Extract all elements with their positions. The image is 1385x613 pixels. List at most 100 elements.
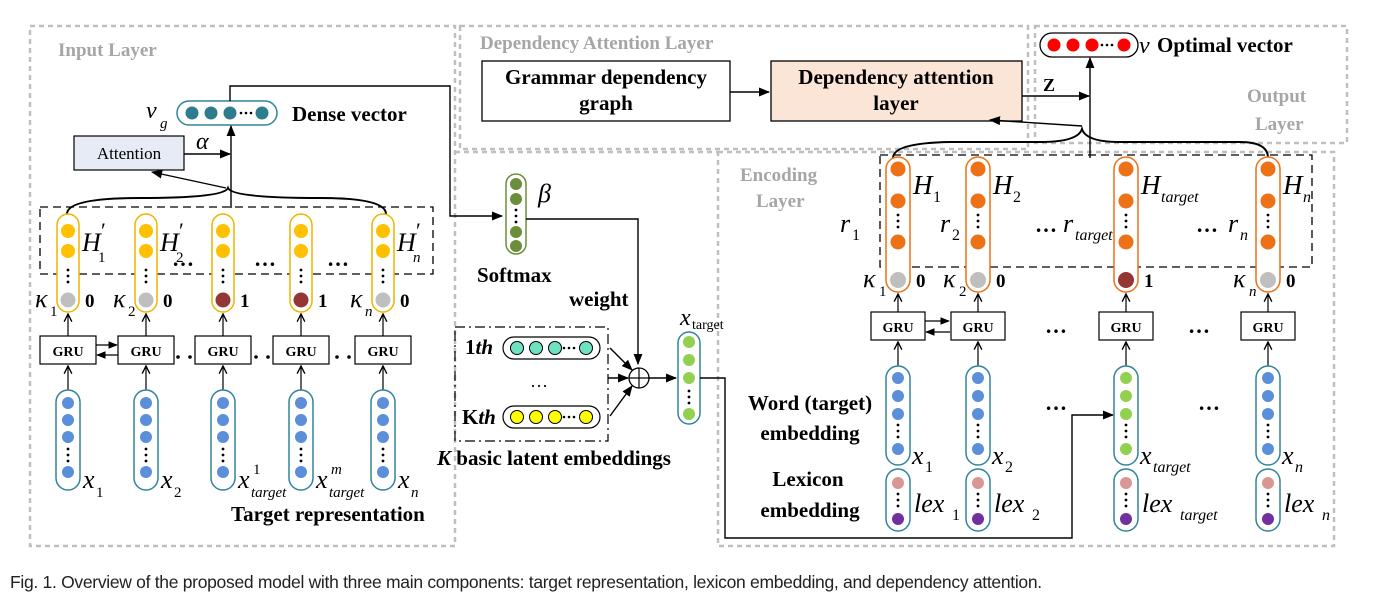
dependency-attention-line2: layer <box>873 91 918 115</box>
dependency-attention-region <box>458 24 1030 151</box>
vector-dot <box>1047 38 1061 52</box>
vector-dot <box>579 410 593 424</box>
hidden-state-label: H <box>81 228 102 257</box>
latentk-to-sum-arrow <box>609 385 633 417</box>
softmax-label: Softmax <box>477 263 552 287</box>
ellipsis-dot <box>896 492 900 496</box>
vector-dot <box>890 234 906 250</box>
hidden-state-label: H <box>396 228 417 257</box>
ellipsis-dot <box>562 346 566 350</box>
target-flag: 0 <box>85 291 95 312</box>
ellipsis-dot <box>66 268 70 272</box>
gru-label: GRU <box>52 345 83 360</box>
gru-label: GRU <box>962 321 993 336</box>
gru-box <box>39 335 97 365</box>
alpha-symbol: α <box>196 129 209 155</box>
input-subscript: 2 <box>174 485 182 501</box>
input-label: x <box>237 465 250 494</box>
encoding-layer-title-2: Layer <box>756 191 805 212</box>
dense-vector <box>176 100 278 126</box>
attention-box-label: Attention <box>97 144 162 163</box>
flag-dot <box>293 292 309 308</box>
input-hidden-brace <box>66 185 387 215</box>
lexicon-embedding-label: lex <box>1284 489 1315 518</box>
vector-dot <box>1118 234 1134 250</box>
kappa-symbol: κ <box>113 284 126 313</box>
ellipsis-dot <box>1124 435 1128 439</box>
vector-dot <box>1262 408 1274 420</box>
gru-box <box>117 335 175 365</box>
encoding-r-subscript: target <box>1075 227 1113 244</box>
flag-dot <box>60 292 76 308</box>
gru-box <box>1240 311 1296 341</box>
vector-dot <box>683 372 695 384</box>
vector-dot <box>892 390 904 402</box>
vector-dot <box>548 410 562 424</box>
ellipsis-dot <box>976 219 980 223</box>
vector-dot <box>970 193 986 209</box>
target-flag: 1 <box>1144 271 1154 292</box>
vector-dot <box>1085 38 1099 52</box>
vector-dot <box>510 193 522 205</box>
ellipsis-dot <box>976 498 980 502</box>
gru-box <box>1098 311 1154 341</box>
vector-dot <box>295 431 307 443</box>
z-label: Z <box>1043 75 1055 95</box>
encoding-hidden-subscript: 1 <box>933 189 941 206</box>
ellipsis-dot <box>381 459 385 463</box>
vector-dot <box>255 106 269 120</box>
hidden-state-vector <box>211 213 235 313</box>
word-embedding-line1: Word (target) <box>748 391 872 415</box>
grammar-dependency-line2: graph <box>579 91 633 115</box>
ellipsis-dot <box>381 280 385 284</box>
vector-dot <box>377 397 389 409</box>
word-embedding-label: x <box>1139 441 1152 470</box>
ellipsis-dot <box>144 274 148 278</box>
ellipsis-dot <box>976 429 980 433</box>
ellipsis-dot <box>976 423 980 427</box>
vector-dot <box>1262 443 1274 455</box>
ellipsis-dot <box>66 447 70 451</box>
vector-dot <box>140 397 152 409</box>
vector-dot <box>529 341 543 355</box>
vector-dot <box>1260 193 1276 209</box>
latent-1th-label: 1th <box>465 335 493 359</box>
vector-dot <box>892 408 904 420</box>
ellipsis-dot <box>221 453 225 457</box>
softmax-vector <box>505 173 527 255</box>
ellipsis-dot <box>976 504 980 508</box>
vector-dot <box>890 193 906 209</box>
encoding-hidden-group <box>879 154 1313 268</box>
vector-dot <box>1120 372 1132 384</box>
gru-label: GRU <box>1252 321 1283 336</box>
ellipsis-dot <box>221 459 225 463</box>
gru-label: GRU <box>882 321 913 336</box>
word-embedding-line2: embedding <box>760 421 860 445</box>
vector-dot <box>217 414 229 426</box>
encoding-to-dep-attention-arrow <box>988 116 1083 127</box>
hidden-state-vector <box>371 213 395 313</box>
lexicon-embedding-subscript: 2 <box>1032 507 1040 524</box>
input-label: x <box>397 465 410 494</box>
vector-dot <box>185 106 199 120</box>
ellipsis-dot <box>572 346 576 350</box>
vector-dot <box>510 226 522 238</box>
ellipsis-dot <box>144 280 148 284</box>
ellipsis-dot <box>687 389 691 393</box>
ellipsis-dot <box>299 280 303 284</box>
ellipsis-dot <box>188 355 192 359</box>
kappa-subscript: 2 <box>959 284 967 300</box>
gru-box <box>272 335 330 365</box>
ellipsis-dot <box>1266 213 1270 217</box>
vector-dot <box>376 224 390 238</box>
vector-dot <box>890 161 906 177</box>
input-hidden-ellipsis-2: … <box>254 246 276 271</box>
output-layer-title-1: Output <box>1247 86 1307 107</box>
weight-label: weight <box>569 287 629 311</box>
vector-dot <box>204 106 218 120</box>
vector-dot <box>62 414 74 426</box>
vector-dot <box>62 431 74 443</box>
lexicon-embedding-line2: embedding <box>760 498 860 522</box>
